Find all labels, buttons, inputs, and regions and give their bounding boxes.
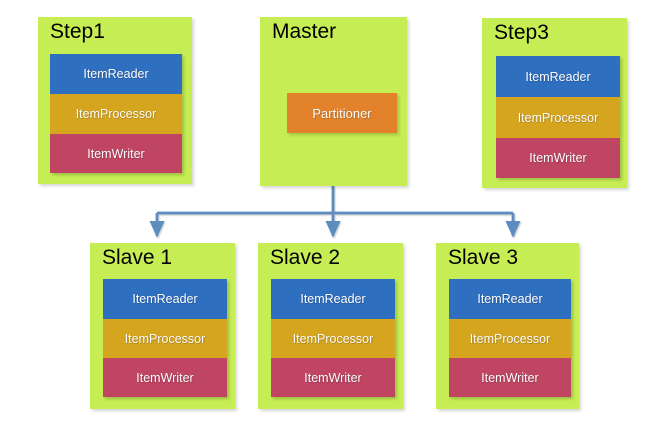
component-item-reader[interactable]: ItemReader <box>50 54 182 94</box>
component-partitioner[interactable]: Partitioner <box>287 93 397 133</box>
component-item-processor[interactable]: ItemProcessor <box>50 94 182 134</box>
component-item-reader[interactable]: ItemReader <box>496 56 620 97</box>
component-item-reader[interactable]: ItemReader <box>271 279 395 319</box>
component-item-processor[interactable]: ItemProcessor <box>271 319 395 358</box>
node-step1-title: Step1 <box>50 20 105 43</box>
component-item-writer[interactable]: ItemWriter <box>496 138 620 178</box>
node-slave2-title: Slave 2 <box>270 246 341 269</box>
component-item-reader[interactable]: ItemReader <box>449 279 571 319</box>
node-slave3-title: Slave 3 <box>448 246 519 269</box>
component-item-writer[interactable]: ItemWriter <box>449 358 571 397</box>
component-item-processor[interactable]: ItemProcessor <box>449 319 571 358</box>
component-item-writer[interactable]: ItemWriter <box>50 134 182 173</box>
node-step3[interactable]: Step3 ItemReader ItemProcessor ItemWrite… <box>482 18 627 188</box>
component-item-processor[interactable]: ItemProcessor <box>103 319 227 358</box>
component-item-writer[interactable]: ItemWriter <box>271 358 395 397</box>
node-step3-components: ItemReader ItemProcessor ItemWriter <box>496 56 620 178</box>
node-slave3-components: ItemReader ItemProcessor ItemWriter <box>449 279 571 397</box>
node-master[interactable]: Master Partitioner <box>260 17 407 186</box>
node-master-title: Master <box>272 20 337 43</box>
node-step1-components: ItemReader ItemProcessor ItemWriter <box>50 54 182 173</box>
component-item-reader[interactable]: ItemReader <box>103 279 227 319</box>
node-slave2-components: ItemReader ItemProcessor ItemWriter <box>271 279 395 397</box>
node-step1[interactable]: Step1 ItemReader ItemProcessor ItemWrite… <box>38 17 192 184</box>
component-item-processor[interactable]: ItemProcessor <box>496 97 620 138</box>
component-item-writer[interactable]: ItemWriter <box>103 358 227 397</box>
node-slave3[interactable]: Slave 3 ItemReader ItemProcessor ItemWri… <box>436 243 579 409</box>
node-step3-title: Step3 <box>494 21 549 44</box>
node-slave1[interactable]: Slave 1 ItemReader ItemProcessor ItemWri… <box>90 243 235 409</box>
node-slave1-title: Slave 1 <box>102 246 173 269</box>
node-slave1-components: ItemReader ItemProcessor ItemWriter <box>103 279 227 397</box>
node-slave2[interactable]: Slave 2 ItemReader ItemProcessor ItemWri… <box>258 243 403 409</box>
